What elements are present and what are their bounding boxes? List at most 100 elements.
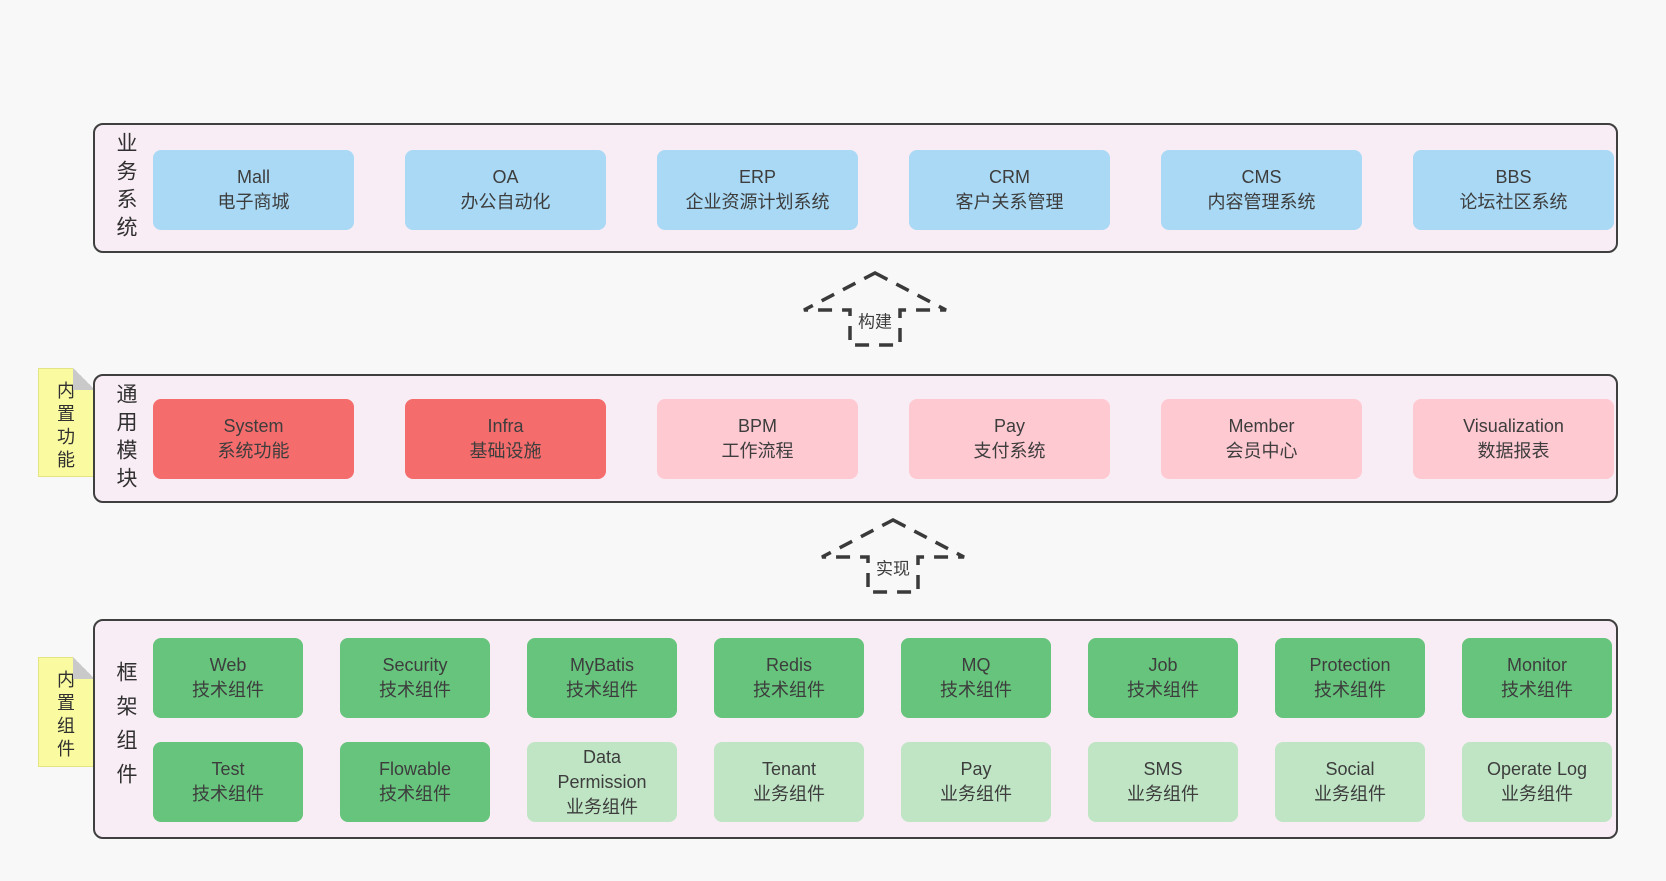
node-security: Security 技术组件: [340, 638, 490, 718]
node-title: OA: [492, 167, 519, 187]
node-bpm: BPM 工作流程: [657, 399, 858, 479]
node-title: Pay: [960, 759, 992, 779]
section-framework-components: 框架组件 Web 技术组件 Security 技术组件 MyBatis 技术组件…: [93, 619, 1618, 839]
sticky-tab-label: 内置组件: [55, 670, 75, 762]
node-subtitle: 企业资源计划系统: [685, 192, 830, 212]
node-monitor: Monitor 技术组件: [1462, 638, 1612, 718]
node-title: Test: [211, 759, 245, 779]
node-subtitle: 技术组件: [379, 784, 451, 804]
node-title: Web: [209, 655, 247, 675]
node-subtitle: 业务组件: [1314, 784, 1386, 804]
node-member: Member 会员中心: [1161, 399, 1362, 479]
node-subtitle: 技术组件: [940, 680, 1012, 700]
node-subtitle: 业务组件: [566, 796, 638, 817]
node-title: Pay: [993, 416, 1026, 436]
node-subtitle: 技术组件: [1127, 680, 1199, 700]
section-business-systems: 业务系统 Mall 电子商城 OA 办公自动化 ERP 企业资源计划系统 CRM…: [93, 123, 1618, 253]
node-title: Redis: [765, 655, 813, 675]
node-subtitle: 技术组件: [1501, 680, 1573, 700]
node-title: SMS: [1143, 759, 1183, 779]
node-title: Flowable: [378, 759, 452, 779]
node-tenant: Tenant 业务组件: [714, 742, 864, 822]
node-subtitle: 技术组件: [1314, 680, 1386, 700]
node-title: System: [223, 416, 284, 436]
node-mall: Mall 电子商城: [153, 150, 354, 230]
node-title: Data Permission: [557, 746, 647, 792]
node-mq: MQ 技术组件: [901, 638, 1051, 718]
node-system: System 系统功能: [153, 399, 354, 479]
node-erp: ERP 企业资源计划系统: [657, 150, 858, 230]
node-web: Web 技术组件: [153, 638, 303, 718]
node-subtitle: 基础设施: [469, 441, 542, 461]
arrow-label: 构建: [854, 305, 896, 335]
node-row: Mall 电子商城 OA 办公自动化 ERP 企业资源计划系统 CRM 客户关系…: [153, 150, 1614, 230]
node-title: Infra: [487, 416, 524, 436]
node-sms: SMS 业务组件: [1088, 742, 1238, 822]
node-subtitle: 技术组件: [379, 680, 451, 700]
dashed-up-arrow-build: 构建: [800, 270, 950, 348]
sticky-tab-built-in-features: 内置功能: [38, 368, 95, 477]
node-subtitle: 会员中心: [1225, 441, 1298, 461]
node-subtitle: 客户关系管理: [955, 192, 1064, 212]
node-subtitle: 技术组件: [192, 680, 264, 700]
node-title: MyBatis: [569, 655, 634, 675]
node-mybatis: MyBatis 技术组件: [527, 638, 677, 718]
node-title: Tenant: [761, 759, 817, 779]
node-row: Web 技术组件 Security 技术组件 MyBatis 技术组件 Redi…: [153, 638, 1612, 718]
node-social: Social 业务组件: [1275, 742, 1425, 822]
node-subtitle: 技术组件: [192, 784, 264, 804]
node-flowable: Flowable 技术组件: [340, 742, 490, 822]
node-pay-component: Pay 业务组件: [901, 742, 1051, 822]
arrow-label: 实现: [872, 552, 914, 582]
node-title: Social: [1325, 759, 1375, 779]
node-subtitle: 支付系统: [973, 441, 1046, 461]
node-pay-module: Pay 支付系统: [909, 399, 1110, 479]
node-title: BBS: [1495, 167, 1532, 187]
node-title: MQ: [961, 655, 991, 675]
sticky-tab-built-in-components: 内置组件: [38, 657, 95, 767]
node-subtitle: 办公自动化: [460, 192, 551, 212]
node-visualization: Visualization 数据报表: [1413, 399, 1614, 479]
node-row: System 系统功能 Infra 基础设施 BPM 工作流程 Pay 支付系统…: [153, 399, 1614, 479]
node-title: Monitor: [1506, 655, 1568, 675]
node-title: CRM: [989, 167, 1030, 187]
node-protection: Protection 技术组件: [1275, 638, 1425, 718]
node-title: Mall: [236, 167, 270, 187]
section-label-vertical: 业务系统: [114, 132, 137, 244]
node-oa: OA 办公自动化: [405, 150, 606, 230]
node-job: Job 技术组件: [1088, 638, 1238, 718]
section-common-modules: 通用模块 System 系统功能 Infra 基础设施 BPM 工作流程 Pay…: [93, 374, 1618, 503]
node-data-permission: Data Permission 业务组件: [527, 742, 677, 822]
node-title: Protection: [1309, 655, 1391, 675]
node-title: Operate Log: [1486, 759, 1588, 779]
folded-corner-icon: [73, 368, 95, 390]
section-label-vertical: 通用模块: [114, 382, 137, 495]
node-subtitle: 技术组件: [566, 680, 638, 700]
node-subtitle: 系统功能: [217, 441, 290, 461]
node-test: Test 技术组件: [153, 742, 303, 822]
node-title: BPM: [737, 416, 777, 436]
node-subtitle: 业务组件: [1127, 784, 1199, 804]
node-cms: CMS 内容管理系统: [1161, 150, 1362, 230]
node-subtitle: 数据报表: [1477, 441, 1550, 461]
section-label-vertical: 框架组件: [114, 661, 137, 797]
node-title: ERP: [738, 167, 776, 187]
node-title: Visualization: [1463, 416, 1564, 436]
node-subtitle: 技术组件: [753, 680, 825, 700]
node-redis: Redis 技术组件: [714, 638, 864, 718]
node-infra: Infra 基础设施: [405, 399, 606, 479]
node-subtitle: 内容管理系统: [1207, 192, 1316, 212]
node-bbs: BBS 论坛社区系统: [1413, 150, 1614, 230]
dashed-up-arrow-implement: 实现: [818, 517, 968, 595]
node-subtitle: 电子商城: [217, 192, 290, 212]
node-subtitle: 工作流程: [721, 441, 794, 461]
node-subtitle: 业务组件: [1501, 784, 1573, 804]
node-operate-log: Operate Log 业务组件: [1462, 742, 1612, 822]
folded-corner-icon: [73, 657, 95, 679]
node-subtitle: 业务组件: [940, 784, 1012, 804]
sticky-tab-label: 内置功能: [55, 380, 75, 473]
node-title: Member: [1228, 416, 1295, 436]
node-title: CMS: [1241, 167, 1282, 187]
node-title: Job: [1148, 655, 1178, 675]
